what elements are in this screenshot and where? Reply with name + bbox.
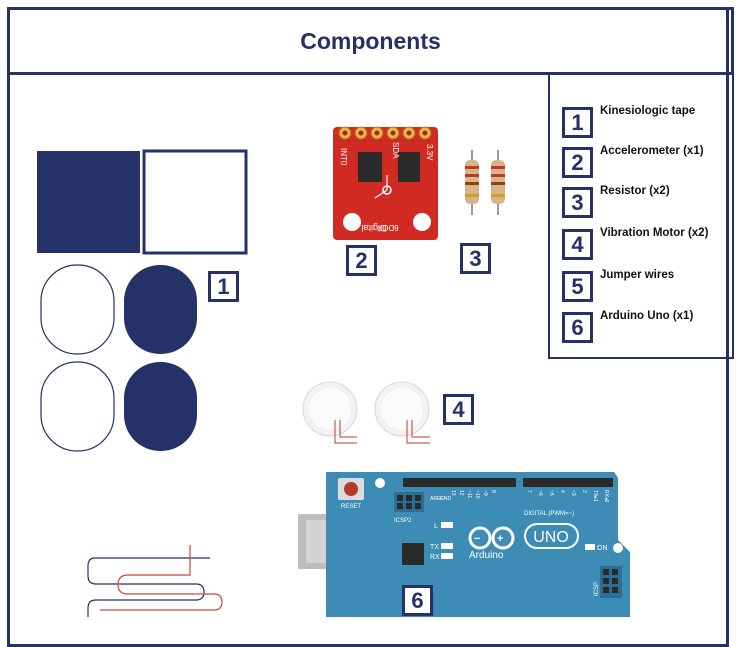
- svg-text:−: −: [474, 533, 480, 545]
- tx-led-label: TX: [430, 544, 439, 551]
- legend-label: Kinesiologic tape: [600, 105, 696, 117]
- reset-label: RESET: [341, 504, 361, 510]
- icsp2-label: ICSP2: [394, 518, 412, 524]
- sensor-voltage-label: 3.3V: [425, 144, 434, 161]
- kinesiologic-tape: [37, 149, 248, 452]
- legend-number: 4: [562, 229, 593, 260]
- vibration-motors: [302, 381, 430, 444]
- pin-label: ~5: [548, 490, 554, 496]
- legend-number: 5: [562, 271, 593, 302]
- legend-number: 6: [562, 312, 593, 343]
- tape-oval-outline: [40, 361, 115, 452]
- tape-oval-outline: [40, 264, 115, 355]
- callout-arduino: 6: [402, 585, 433, 616]
- pin-label: ~11: [466, 490, 472, 498]
- pin-label: 4: [559, 490, 565, 493]
- legend-panel: 1 Kinesiologic tape 2 Accelerometer (x1)…: [548, 72, 734, 359]
- pin-label: TX▸1: [592, 490, 598, 502]
- pin-label: RX◂0: [603, 490, 609, 502]
- diagram-title: Components: [300, 27, 441, 54]
- aref-label: AREF: [430, 496, 443, 502]
- sensor-dof-label: 6DOF: [377, 223, 398, 232]
- pin-label: ~9: [482, 490, 488, 496]
- components-illustration: INT0 SDA 3.3V Digital 6DOF: [37, 126, 630, 617]
- pin-label: 7: [526, 490, 532, 493]
- uno-label: UNO: [533, 529, 569, 546]
- digital-label: DIGITAL (PWM=~): [524, 511, 574, 517]
- pin-label: ~6: [537, 490, 543, 496]
- pin-label: 2: [581, 490, 587, 493]
- tape-square-filled: [37, 151, 140, 253]
- callout-resistor: 3: [460, 243, 491, 274]
- sensor-silk-label: Digital: [361, 223, 386, 233]
- on-led-label: ON: [597, 545, 608, 552]
- legend-label: Accelerometer (x1): [600, 145, 704, 157]
- tape-square-outline: [142, 149, 248, 255]
- pin-label: 13: [450, 490, 456, 496]
- jumper-wires: [87, 545, 223, 617]
- resistors: [465, 150, 505, 215]
- legend-number: 1: [562, 107, 593, 138]
- legend-number: 3: [562, 187, 593, 218]
- title-bar: Components: [7, 7, 734, 75]
- callout-accelerometer: 2: [346, 245, 377, 276]
- pin-label: 12: [458, 490, 464, 496]
- sensor-int-label: INT0: [339, 148, 348, 166]
- accelerometer-board: INT0 SDA 3.3V Digital 6DOF: [333, 126, 438, 240]
- sensor-sda-label: SDA: [391, 142, 400, 159]
- legend-label: Resistor (x2): [600, 185, 670, 197]
- l-led-label: L: [434, 523, 438, 530]
- callout-motor: 4: [443, 394, 474, 425]
- tape-oval-filled: [124, 362, 197, 451]
- icsp-label: ICSP: [594, 582, 600, 596]
- gnd-label: GND: [440, 496, 452, 502]
- svg-text:+: +: [497, 533, 503, 545]
- legend-number: 2: [562, 147, 593, 178]
- callout-tape: 1: [208, 271, 239, 302]
- legend-label: Jumper wires: [600, 269, 675, 281]
- arduino-brand-label: Arduino: [469, 550, 504, 561]
- tape-oval-filled: [124, 265, 197, 354]
- pin-label: ~3: [570, 490, 576, 496]
- rx-led-label: RX: [430, 554, 440, 561]
- pin-label: 8: [490, 490, 496, 493]
- legend-label: Arduino Uno (x1): [600, 310, 694, 322]
- pin-label: ~10: [474, 490, 480, 499]
- legend-label: Vibration Motor (x2): [600, 227, 709, 239]
